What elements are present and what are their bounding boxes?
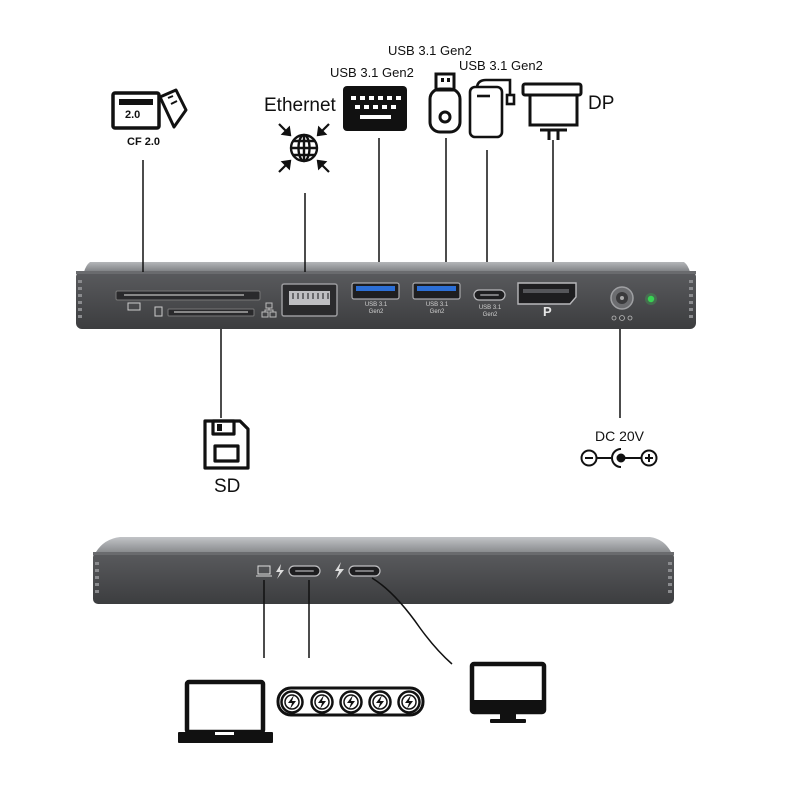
arrows-icon [278,123,330,173]
displayport-port[interactable] [517,282,577,305]
power-led-glow [645,293,657,305]
leader-lines-front [142,138,621,418]
host-port-symbol [256,564,284,579]
left-vents [78,280,82,318]
monitor-icon [521,82,583,140]
usb-a-port-2[interactable] [412,282,461,300]
sd-label: SD [214,476,241,497]
ethernet-label: Ethernet [264,95,336,116]
dp-label: DP [588,93,615,114]
dc-polarity-icon [580,448,658,468]
dp-port-letter: P [543,304,552,319]
usb-flash-drive-icon [428,72,462,134]
rear-right-vents [668,562,672,593]
display-monitor-icon [469,661,547,723]
usb-c-port-display[interactable] [348,565,381,577]
external-drive-icon [468,78,516,139]
thunderbolt-symbol [335,562,344,579]
keyboard-icon [343,86,407,131]
sd-card-icon [203,419,250,470]
charging-bolt-icon [276,686,425,717]
leader-lines-rear [263,577,453,665]
usb-c-port-front[interactable] [473,289,506,301]
usb-keyboard-label: USB 3.1 Gen2 [330,65,414,80]
network-icon [261,302,277,318]
right-vents [689,280,693,318]
cf-card-icon [111,88,188,130]
laptop-icon [178,679,273,743]
cf-label: CF 2.0 [127,136,161,148]
dc-label: DC 20V [595,428,645,444]
dc-jack-symbol [611,315,633,321]
globe-icon [289,133,319,163]
power-led [647,295,655,303]
cf-slot[interactable] [115,290,261,311]
rear-left-vents [95,562,99,593]
ethernet-port[interactable] [261,283,338,318]
usb-a-port-1[interactable] [351,282,400,300]
cf-card-text: 2.0 [125,109,141,121]
sd-slot[interactable] [154,306,255,317]
dock-rear-body [93,537,674,604]
usb-c-drive-label: USB 3.1 Gen2 [459,58,543,73]
dc-jack[interactable] [610,286,634,321]
usb-flash-drive-label: USB 3.1 Gen2 [388,43,472,58]
usb-c-port-host[interactable] [288,565,321,577]
